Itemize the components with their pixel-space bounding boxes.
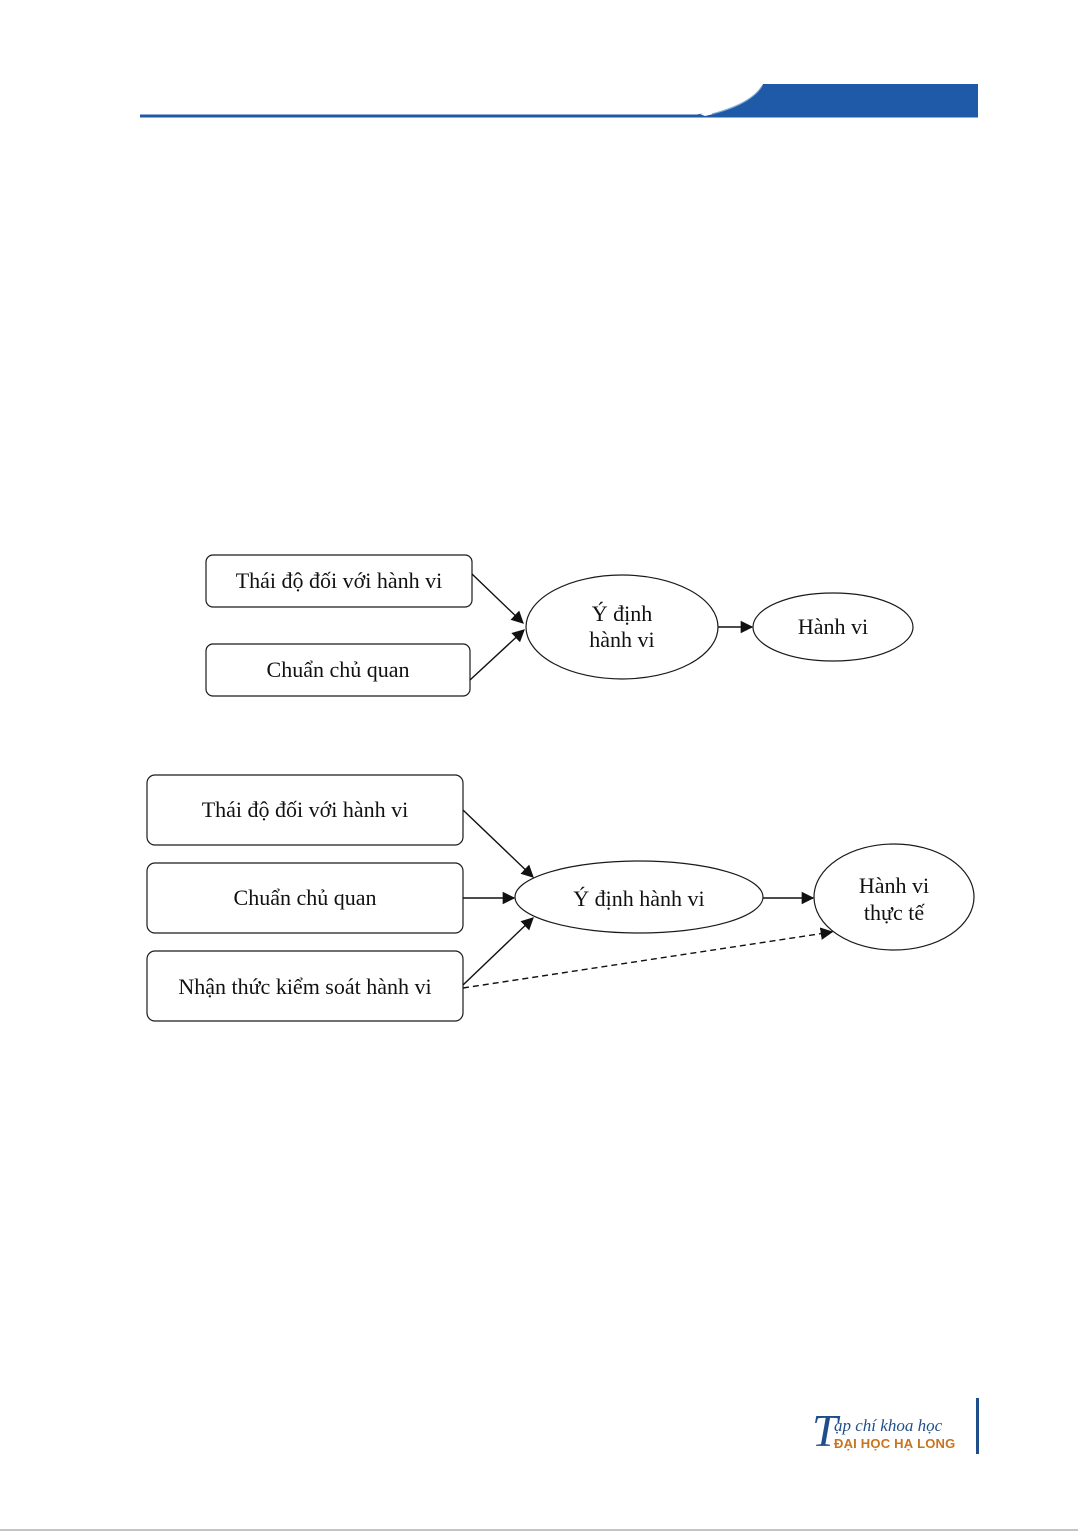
logo-title: ạp chí khoa học bbox=[834, 1416, 942, 1436]
d1-node-subjective-norm-label: Chuẩn chủ quan bbox=[267, 657, 410, 682]
d2-node-actual-behavior-label-line2: thực tế bbox=[864, 900, 925, 925]
d1-edge-attitude-intention bbox=[472, 574, 523, 623]
d2-node-perceived-control-label: Nhận thức kiểm soát hành vi bbox=[178, 974, 431, 999]
logo-university: ĐẠI HỌC HẠ LONG bbox=[834, 1436, 955, 1451]
footer-accent-bar bbox=[976, 1398, 979, 1454]
d2-edge-control-intention bbox=[463, 918, 533, 985]
diagram-1: Thái độ đối với hành vi Chuẩn chủ quan Ý… bbox=[206, 555, 913, 696]
diagram-2: Thái độ đối với hành vi Chuẩn chủ quan N… bbox=[147, 775, 974, 1021]
d2-node-intention-label: Ý định hành vi bbox=[573, 886, 704, 911]
d2-node-attitude-label: Thái độ đối với hành vi bbox=[202, 797, 409, 822]
header-banner bbox=[140, 82, 978, 116]
journal-logo: T ạp chí khoa học ĐẠI HỌC HẠ LONG bbox=[812, 1412, 972, 1462]
d1-node-intention-label-line2: hành vi bbox=[589, 627, 654, 652]
d2-node-subjective-norm-label: Chuẩn chủ quan bbox=[234, 885, 377, 910]
header-swoosh-light bbox=[690, 84, 978, 116]
d2-node-actual-behavior-label-line1: Hành vi bbox=[859, 873, 929, 898]
d1-node-behavior-label: Hành vi bbox=[798, 614, 868, 639]
d1-edge-norm-intention bbox=[470, 630, 524, 680]
d2-edge-control-actual-dashed bbox=[463, 932, 832, 988]
d1-node-attitude-label: Thái độ đối với hành vi bbox=[236, 568, 443, 593]
d2-edge-attitude-intention bbox=[463, 810, 533, 877]
d1-node-intention-label-line1: Ý định bbox=[592, 601, 653, 626]
